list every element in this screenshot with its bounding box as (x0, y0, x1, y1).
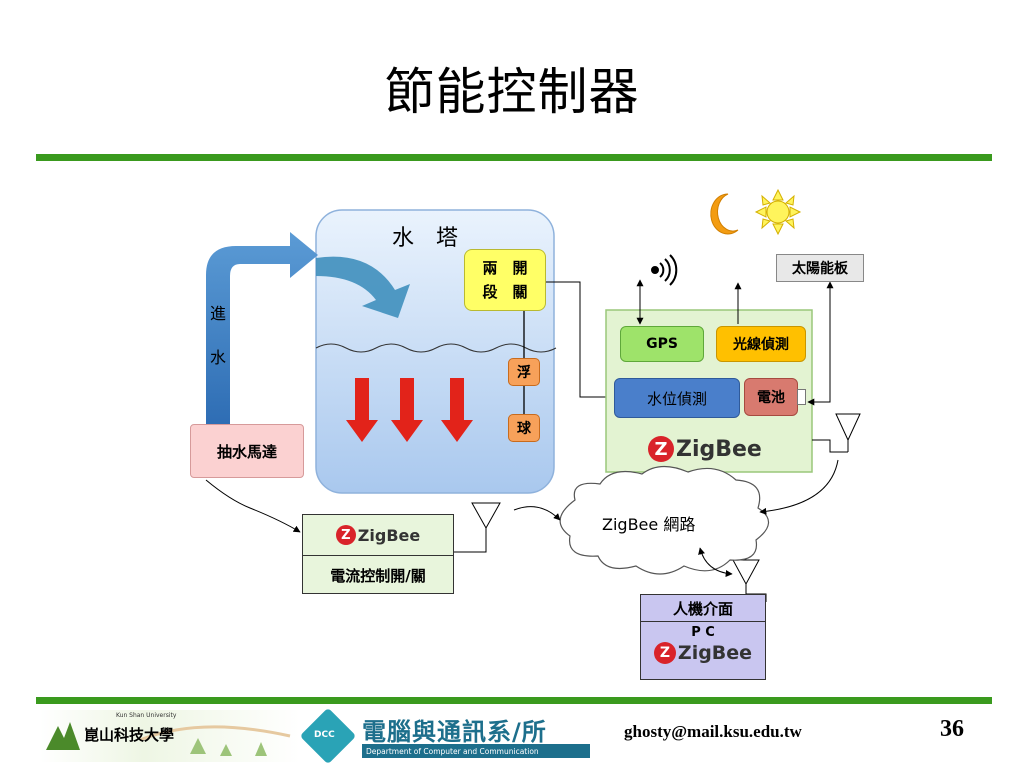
hmi-pc-label: P C (691, 625, 715, 640)
antenna-current (454, 502, 501, 553)
link-pump-current (205, 479, 301, 533)
current-control-zigbee-logo: Z ZigBee (303, 515, 453, 556)
zigbee-network-label: ZigBee 網路 (602, 515, 696, 534)
hmi-zigbee-logo: Z ZigBee (641, 642, 765, 664)
down-arrows (346, 378, 473, 442)
link-controller-cloud (759, 459, 839, 515)
water-flow-arrow (316, 256, 410, 318)
inflow-label-1: 進 (210, 304, 227, 323)
controller-zigbee-logo: Z ZigBee (648, 436, 762, 462)
current-control-label: 電流控制開/關 (330, 566, 426, 585)
water-level-detect-box: 水位偵測 (614, 378, 740, 418)
footer-divider (36, 697, 992, 704)
link-current-cloud (513, 506, 561, 521)
water-tower-label: 水 塔 (392, 226, 459, 251)
battery-box: 電池 (744, 378, 798, 416)
inflow-arrow (206, 232, 318, 425)
university-name-cn: 崑山科技大學 (84, 726, 175, 744)
link-cloud-hmi (698, 547, 733, 578)
university-logo: 崑山科技大學 Kun Shan University (40, 710, 300, 762)
light-detect-box: 光線偵測 (716, 326, 806, 362)
float-ball-1: 浮 (508, 358, 540, 386)
antenna-controller (812, 413, 861, 453)
hmi-box: 人機介面 P C Z ZigBee (640, 594, 766, 680)
department-name-en: Department of Computer and Communication (362, 744, 590, 758)
slide-title: 節能控制器 (384, 63, 640, 121)
university-emblem-icon (46, 722, 291, 756)
sun-icon (754, 188, 802, 236)
battery-terminal (797, 389, 806, 405)
title-divider (36, 154, 992, 161)
zigbee-icon: Z (653, 642, 676, 664)
solar-panel-box: 太陽能板 (776, 254, 864, 282)
department-logo: DCC 電腦與通訊系/所 Department of Computer and … (299, 707, 592, 765)
zigbee-icon: Z (648, 436, 674, 462)
moon-icon (710, 193, 739, 235)
hmi-title: 人機介面 (641, 595, 765, 622)
two-stage-switch: 兩 開 段 關 (464, 249, 546, 311)
switch-line1: 兩 開 (482, 259, 528, 277)
wireless-signal-icon (651, 254, 678, 286)
footer-email: ghosty@mail.ksu.edu.tw (624, 722, 802, 741)
dcc-badge-text: DCC (314, 730, 335, 740)
float-ball-2: 球 (508, 414, 540, 442)
pump-motor-box: 抽水馬達 (190, 424, 304, 478)
water-surface-wave (315, 343, 557, 353)
gps-box: GPS (620, 326, 704, 362)
page-number: 36 (940, 716, 964, 742)
switch-line2: 段 關 (482, 283, 528, 301)
current-control-box: Z ZigBee 電流控制開/關 (302, 514, 454, 594)
department-name-cn: 電腦與通訊系/所 (362, 718, 547, 746)
zigbee-network-cloud (559, 465, 770, 575)
university-name-en: Kun Shan University (116, 712, 177, 719)
zigbee-icon: Z (335, 525, 356, 545)
inflow-label-2: 水 (210, 348, 227, 367)
